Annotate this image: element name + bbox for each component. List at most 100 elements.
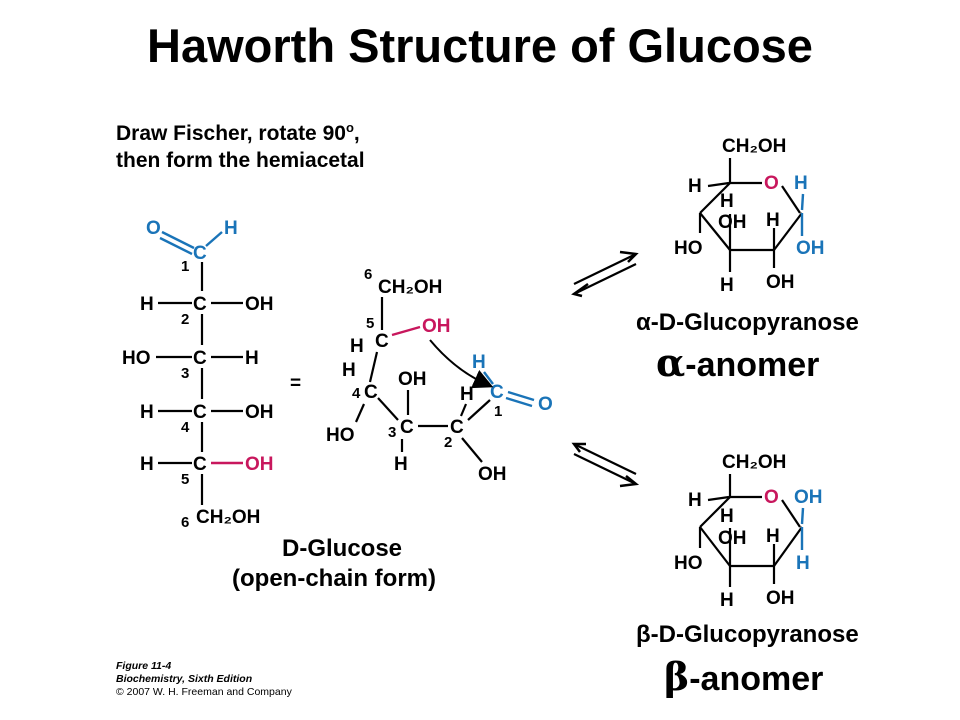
degree-superscript: o — [345, 120, 354, 135]
carbonyl-bond-1 — [161, 230, 195, 250]
beta-name-prefix: β-D- — [636, 621, 684, 648]
credit-copyright: © 2007 W. H. Freeman and Company — [116, 686, 292, 698]
c1-hydrogen: H — [224, 218, 238, 239]
c4-left: H — [140, 402, 154, 423]
rotated-chain: 6 CH₂OH 5 C H OH H 4 C HO OH 3 C H C 2 H… — [326, 266, 553, 485]
page-title: Haworth Structure of Glucose — [147, 19, 813, 72]
rc-c1-oxygen: O — [538, 394, 553, 415]
credit-figure-number: Figure 11-4 — [116, 660, 172, 672]
alpha-h-c2: H — [766, 210, 780, 231]
beta-h-c2: H — [766, 526, 780, 547]
alpha-name: α-D-Glucopyranose — [636, 309, 859, 336]
alpha-oh-c3: OH — [718, 212, 747, 233]
c1-oxygen: O — [146, 218, 161, 239]
c4-right: OH — [245, 402, 274, 423]
rc-c2-carbon: C — [450, 417, 464, 438]
rc-c4-number: 4 — [352, 385, 361, 402]
rc-c3-number: 3 — [388, 424, 396, 441]
c2-carbon: C — [193, 294, 207, 315]
c4-carbon: C — [193, 402, 207, 423]
rc-c5-oh: OH — [422, 316, 451, 337]
rc-c2-h: H — [460, 384, 474, 405]
c2-left: H — [140, 294, 154, 315]
c3-carbon: C — [193, 348, 207, 369]
alpha-anomer-text: -anomer — [685, 346, 819, 384]
rc-c4-carbon: C — [364, 382, 378, 403]
rc-c3-oh: OH — [398, 369, 427, 390]
c3-left: HO — [122, 348, 151, 369]
beta-oh-c2: OH — [766, 588, 795, 609]
rc-c1-carbon: C — [490, 382, 504, 403]
alpha-oh-c2: OH — [766, 272, 795, 293]
alpha-ring-oxygen: O — [764, 173, 779, 194]
open-chain-caption: (open-chain form) — [232, 565, 436, 592]
beta-oh-c3: OH — [718, 528, 747, 549]
equilibrium-arrow-alpha — [571, 250, 639, 298]
alpha-anomer-label: α-anomer — [656, 340, 819, 385]
alpha-symbol: α — [656, 340, 685, 385]
c5-carbon: C — [193, 454, 207, 475]
beta-ring-oxygen: O — [764, 487, 779, 508]
rc-ch2oh: CH₂OH — [378, 277, 442, 298]
beta-anomeric-oh: OH — [794, 487, 823, 508]
credit-book: Biochemistry, Sixth Edition — [116, 673, 253, 685]
carbonyl-bond-2 — [159, 236, 193, 256]
c3-number: 3 — [181, 365, 189, 382]
c1-number: 1 — [181, 258, 189, 275]
alpha-anomeric-oh: OH — [796, 238, 825, 259]
beta-symbol: β — [664, 654, 689, 699]
alpha-h-c4: H — [720, 191, 734, 212]
equals-sign: = — [290, 373, 301, 394]
alpha-anomeric-h: H — [794, 173, 808, 194]
instruction-line2: then form the hemiacetal — [116, 149, 365, 172]
nucleophilic-attack-arrow — [429, 339, 494, 389]
instruction-text: Draw Fischer, rotate 90o, then form the … — [116, 114, 365, 174]
rc-c3-h: H — [394, 454, 408, 475]
rc-c6-number: 6 — [364, 266, 372, 283]
c3-right: H — [245, 348, 259, 369]
rc-c1-h: H — [472, 352, 486, 373]
beta-ho: HO — [674, 553, 703, 574]
beta-name: β-D-Glucopyranose — [636, 621, 859, 648]
rc-c2-oh: OH — [478, 464, 507, 485]
beta-anomer-label: β-anomer — [664, 654, 823, 699]
alpha-ch2oh: CH₂OH — [722, 136, 786, 157]
equilibrium-arrow-beta — [571, 442, 640, 488]
rc-c4-h: H — [342, 360, 356, 381]
rc-c1-number: 1 — [494, 403, 502, 420]
fischer-projection: O H C 1 H C OH 2 HO C H 3 H C OH 4 H C — [122, 218, 436, 592]
beta-anomeric-h: H — [796, 553, 810, 574]
c5-right-hydroxyl: OH — [245, 454, 274, 475]
alpha-name-main: Glucopyranose — [684, 309, 859, 336]
figure-credit: Figure 11-4 Biochemistry, Sixth Edition … — [116, 660, 292, 699]
c6-group: CH₂OH — [196, 507, 260, 528]
beta-name-main: Glucopyranose — [684, 621, 859, 648]
c5-left: H — [140, 454, 154, 475]
rc-c2-number: 2 — [444, 434, 452, 451]
alpha-ho: HO — [674, 238, 703, 259]
rc-c5-number: 5 — [366, 315, 374, 332]
alpha-h-c3: H — [720, 275, 734, 296]
rc-c4-oh: HO — [326, 425, 355, 446]
beta-glucopyranose: CH₂OH H O OH HO H OH H H H OH β-D-Glucop… — [636, 452, 859, 699]
alpha-h-c5: H — [688, 176, 702, 197]
beta-h-c5: H — [688, 490, 702, 511]
alpha-glucopyranose: CH₂OH H O H HO H OH H OH H OH α-D-Glucop… — [636, 136, 859, 385]
beta-h-c4: H — [720, 506, 734, 527]
rc-c3-carbon: C — [400, 417, 414, 438]
c5-number: 5 — [181, 471, 189, 488]
c4-number: 4 — [181, 419, 190, 436]
alpha-name-prefix: α-D- — [636, 309, 684, 336]
c2-number: 2 — [181, 311, 189, 328]
glucose-caption: D-Glucose — [282, 535, 402, 562]
beta-h-c3: H — [720, 590, 734, 611]
aldehyde-h-bond — [205, 231, 223, 247]
rc-c5-carbon: C — [375, 331, 389, 352]
beta-ch2oh: CH₂OH — [722, 452, 786, 473]
beta-anomer-text: -anomer — [689, 660, 823, 698]
instruction-line1: Draw Fischer, rotate 90o, — [116, 120, 360, 145]
c1-carbon: C — [193, 243, 207, 264]
c2-right: OH — [245, 294, 274, 315]
c6-number: 6 — [181, 514, 189, 531]
